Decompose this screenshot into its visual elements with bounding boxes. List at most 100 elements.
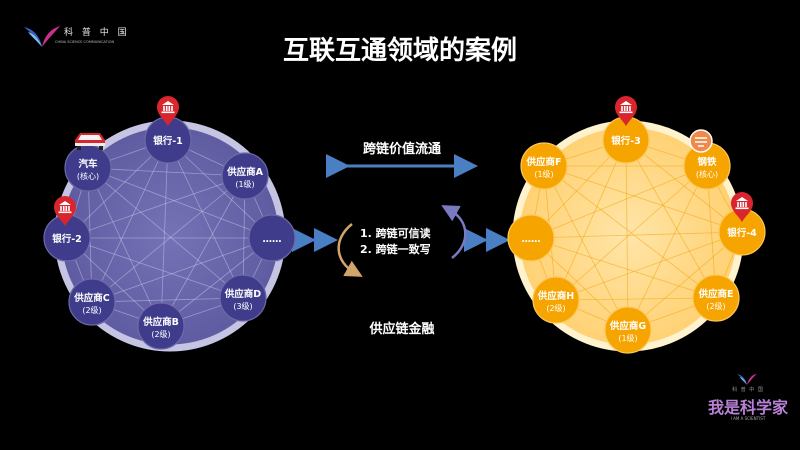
node-label: 钢铁 [697, 156, 717, 168]
right-node-1: 钢铁(核心) [683, 129, 731, 190]
network-edge [87, 167, 246, 177]
cycle-arrow-left [337, 223, 363, 277]
cross-chain-write: 2. 跨链一致写 [360, 243, 431, 256]
node-circle [520, 142, 568, 190]
network-edge [87, 167, 244, 299]
node-label: 供应商C [73, 292, 110, 304]
network-edge [555, 297, 717, 301]
left-node-7: 汽车(核心) [64, 133, 112, 192]
bank-icon [731, 192, 753, 222]
network-edge [160, 175, 246, 327]
network-edge [555, 139, 627, 301]
left-node-6: 银行-2 [43, 196, 91, 262]
network-edge [66, 175, 246, 239]
footer-brand: 科 普 中 国 我是科学家 I AM A SCIENTIST [700, 372, 796, 432]
right-node-4: 供应商G(1级) [604, 306, 652, 354]
network-edge [91, 237, 273, 303]
node-label: 汽车 [78, 158, 98, 170]
steel-icon [689, 129, 713, 153]
left-node-4: 供应商B(2级) [137, 302, 185, 350]
node-sublabel: (2级) [546, 303, 565, 313]
node-circle [532, 276, 580, 324]
network-edge [543, 165, 743, 233]
node-label: 供应商F [526, 156, 562, 168]
node-label: 供应商A [226, 166, 264, 178]
node-sublabel: (1级) [618, 333, 637, 343]
node-sublabel: (核心) [696, 169, 718, 179]
network-edge [87, 167, 273, 239]
network-edge [543, 165, 629, 331]
node-label: 供应商B [142, 316, 179, 328]
node-label: 银行-4 [727, 227, 757, 239]
network-edge [555, 231, 743, 301]
network-edge [167, 139, 273, 239]
logo-mark-icon [24, 26, 60, 47]
node-label: 银行-1 [153, 135, 183, 147]
network-edge [160, 139, 169, 327]
left-node-5: 供应商C(2级) [68, 278, 116, 326]
footer-small: 科 普 中 国 [732, 387, 764, 393]
network-edge [543, 165, 717, 299]
node-label: 供应商G [609, 320, 647, 332]
node-circle [248, 214, 296, 262]
network-edge [91, 297, 244, 303]
right-network-edges [530, 139, 743, 331]
logo-cn: 科 普 中 国 [64, 28, 130, 38]
node-circle [604, 306, 652, 354]
network-edge [627, 231, 743, 331]
node-label: 银行-3 [611, 135, 641, 147]
bank-icon [54, 196, 76, 226]
footer-title: 我是科学家 [707, 398, 788, 417]
node-sublabel: (1级) [235, 179, 254, 189]
node-label: 供应商E [698, 288, 734, 300]
supply-chain-finance-label: 供应链金融 [369, 322, 435, 337]
node-sublabel: (1级) [534, 169, 553, 179]
network-edge [160, 237, 273, 327]
network-edge [530, 165, 708, 239]
center-text: 1. 跨链可信读 2. 跨链一致写 [360, 226, 450, 258]
node-circle [68, 278, 116, 326]
node-circle [137, 302, 185, 350]
logo-en: CHINA SCIENCE COMMUNICATION [55, 40, 115, 44]
node-label: 供应商H [537, 290, 575, 302]
node-sublabel: (2级) [82, 305, 101, 315]
bank-icon [615, 96, 637, 126]
node-circle [692, 274, 740, 322]
network-edge [66, 237, 244, 299]
right-node-6: …… [507, 214, 555, 262]
right-node-3: 供应商E(2级) [692, 274, 740, 322]
left-node-2: …… [248, 214, 296, 262]
cycle-arrow-right [441, 205, 467, 259]
network-edge [91, 139, 169, 303]
footer-en: I AM A SCIENTIST [730, 416, 766, 421]
network-edge [627, 165, 708, 331]
node-label: …… [263, 234, 282, 245]
node-sublabel: (2级) [151, 329, 170, 339]
left-node-1: 供应商A(1级) [221, 152, 269, 200]
car-icon [75, 133, 105, 150]
bank-icon [157, 96, 179, 126]
node-circle [219, 274, 267, 322]
right-node-2: 银行-4 [718, 192, 766, 256]
network-edge [530, 237, 717, 299]
network-edge [87, 167, 162, 327]
brand-mark-icon [737, 373, 757, 385]
right-node-0: 银行-3 [602, 96, 650, 164]
node-sublabel: (核心) [77, 171, 99, 181]
node-label: 银行-2 [52, 233, 82, 245]
network-edge [167, 139, 244, 299]
node-sublabel: (2级) [706, 301, 725, 311]
right-node-7: 供应商F(1级) [520, 142, 568, 190]
left-node-0: 银行-1 [144, 96, 192, 164]
node-sublabel: (3级) [233, 301, 252, 311]
cross-chain-read: 1. 跨链可信读 [360, 227, 431, 240]
logo: 科 普 中 国 CHINA SCIENCE COMMUNICATION [22, 23, 152, 53]
node-label: 供应商D [224, 288, 262, 300]
network-edge [530, 231, 743, 239]
left-node-3: 供应商D(3级) [219, 274, 267, 322]
node-label: …… [522, 234, 541, 245]
right-node-5: 供应商H(2级) [532, 276, 580, 324]
page-title: 互联互通领域的案例 [282, 36, 517, 66]
